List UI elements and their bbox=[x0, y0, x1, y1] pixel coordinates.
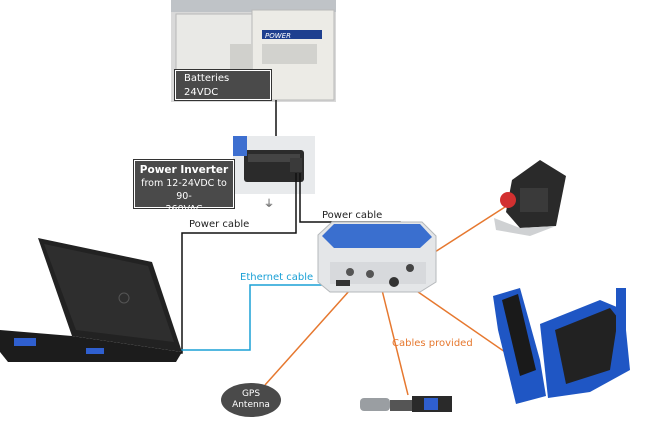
batteries-label-line1: Batteries bbox=[184, 73, 230, 84]
power-cable-right-label: Power cable bbox=[322, 210, 383, 221]
inverter-label-sub2: 260VAC bbox=[165, 204, 203, 215]
motion-sensor-image bbox=[494, 160, 566, 236]
ground-symbol-icon: ⏚ bbox=[264, 198, 274, 210]
probe-sensor-image bbox=[360, 396, 452, 412]
cables-provided-label: Cables provided bbox=[392, 338, 473, 349]
cable-to-gps bbox=[264, 289, 351, 386]
laptop-image bbox=[0, 238, 182, 362]
inverter-label-sub1: from 12-24VDC to 90- bbox=[141, 178, 227, 202]
batteries-label-line2: 24VDC bbox=[184, 87, 219, 98]
inverter-image bbox=[233, 136, 315, 194]
ethernet-cable-label: Ethernet cable bbox=[240, 272, 314, 283]
gps-label-line1: GPS bbox=[241, 389, 261, 399]
cable-to-probe bbox=[381, 289, 409, 396]
inverter-label: Power Inverter from 12-24VDC to 90- 260V… bbox=[134, 160, 234, 215]
gps-label-line2: Antenna bbox=[232, 400, 270, 410]
svg-text:POWER: POWER bbox=[265, 32, 291, 40]
gps-antenna-badge: GPS Antenna bbox=[221, 383, 281, 417]
hub-device-image bbox=[317, 221, 437, 293]
batteries-label: Batteries 24VDC bbox=[175, 70, 271, 100]
scanner-device-image bbox=[493, 288, 630, 404]
power-cable-left-label: Power cable bbox=[189, 219, 250, 230]
ethernet-cable-line bbox=[176, 284, 332, 351]
inverter-label-title: Power Inverter bbox=[139, 164, 229, 176]
